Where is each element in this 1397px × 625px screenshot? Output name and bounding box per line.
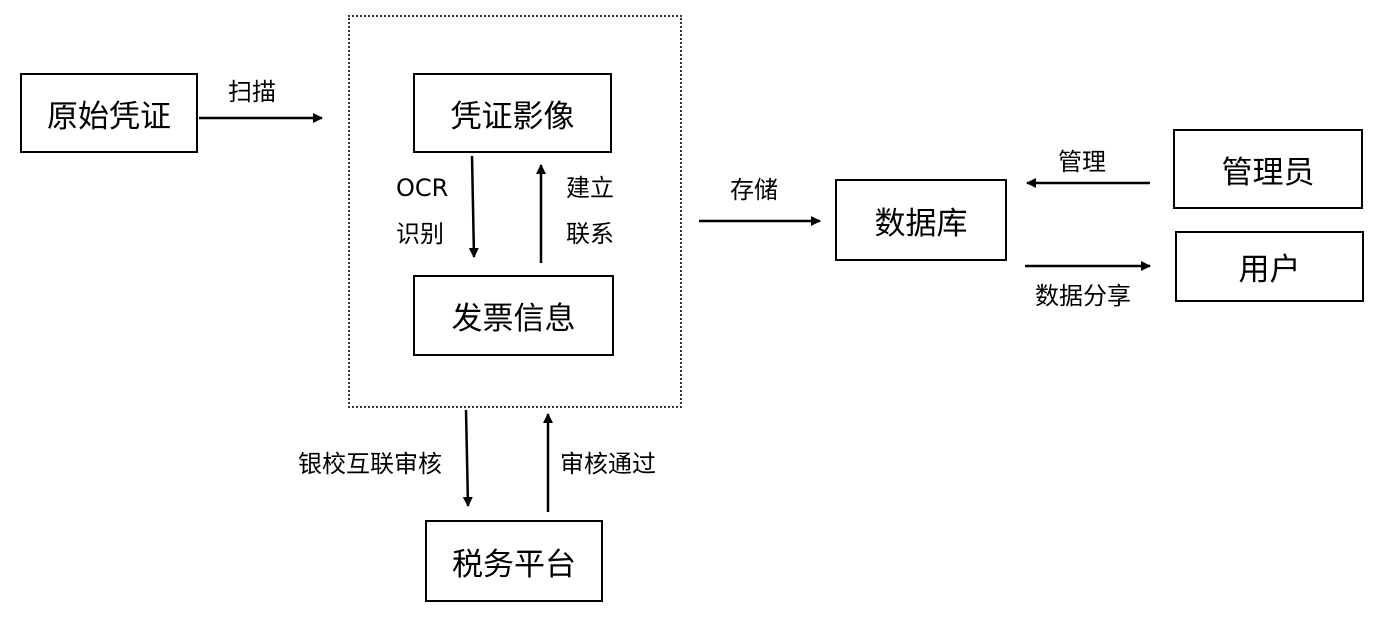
node-tax-platform: 税务平台	[425, 520, 603, 602]
arrow-bank-check	[462, 409, 473, 507]
label-approved: 审核通过	[560, 450, 656, 478]
node-voucher-image: 凭证影像	[413, 73, 612, 153]
label-manage: 管理	[1058, 148, 1106, 176]
node-database: 数据库	[835, 179, 1007, 261]
label-link-line1: 建立	[566, 174, 614, 202]
node-admin: 管理员	[1173, 129, 1363, 209]
node-original-voucher: 原始凭证	[20, 73, 198, 153]
label-bank-check: 银校互联审核	[298, 450, 442, 478]
processing-group	[348, 15, 682, 408]
arrow-ocr	[468, 155, 479, 258]
node-user: 用户	[1175, 231, 1364, 302]
label-share: 数据分享	[1035, 282, 1131, 310]
label-link-line2: 联系	[566, 220, 614, 248]
label-scan: 扫描	[228, 78, 276, 106]
label-ocr-line1: OCR	[396, 174, 449, 202]
label-store: 存储	[730, 176, 778, 204]
label-ocr-line2: 识别	[396, 220, 444, 248]
node-invoice-info: 发票信息	[413, 275, 614, 356]
